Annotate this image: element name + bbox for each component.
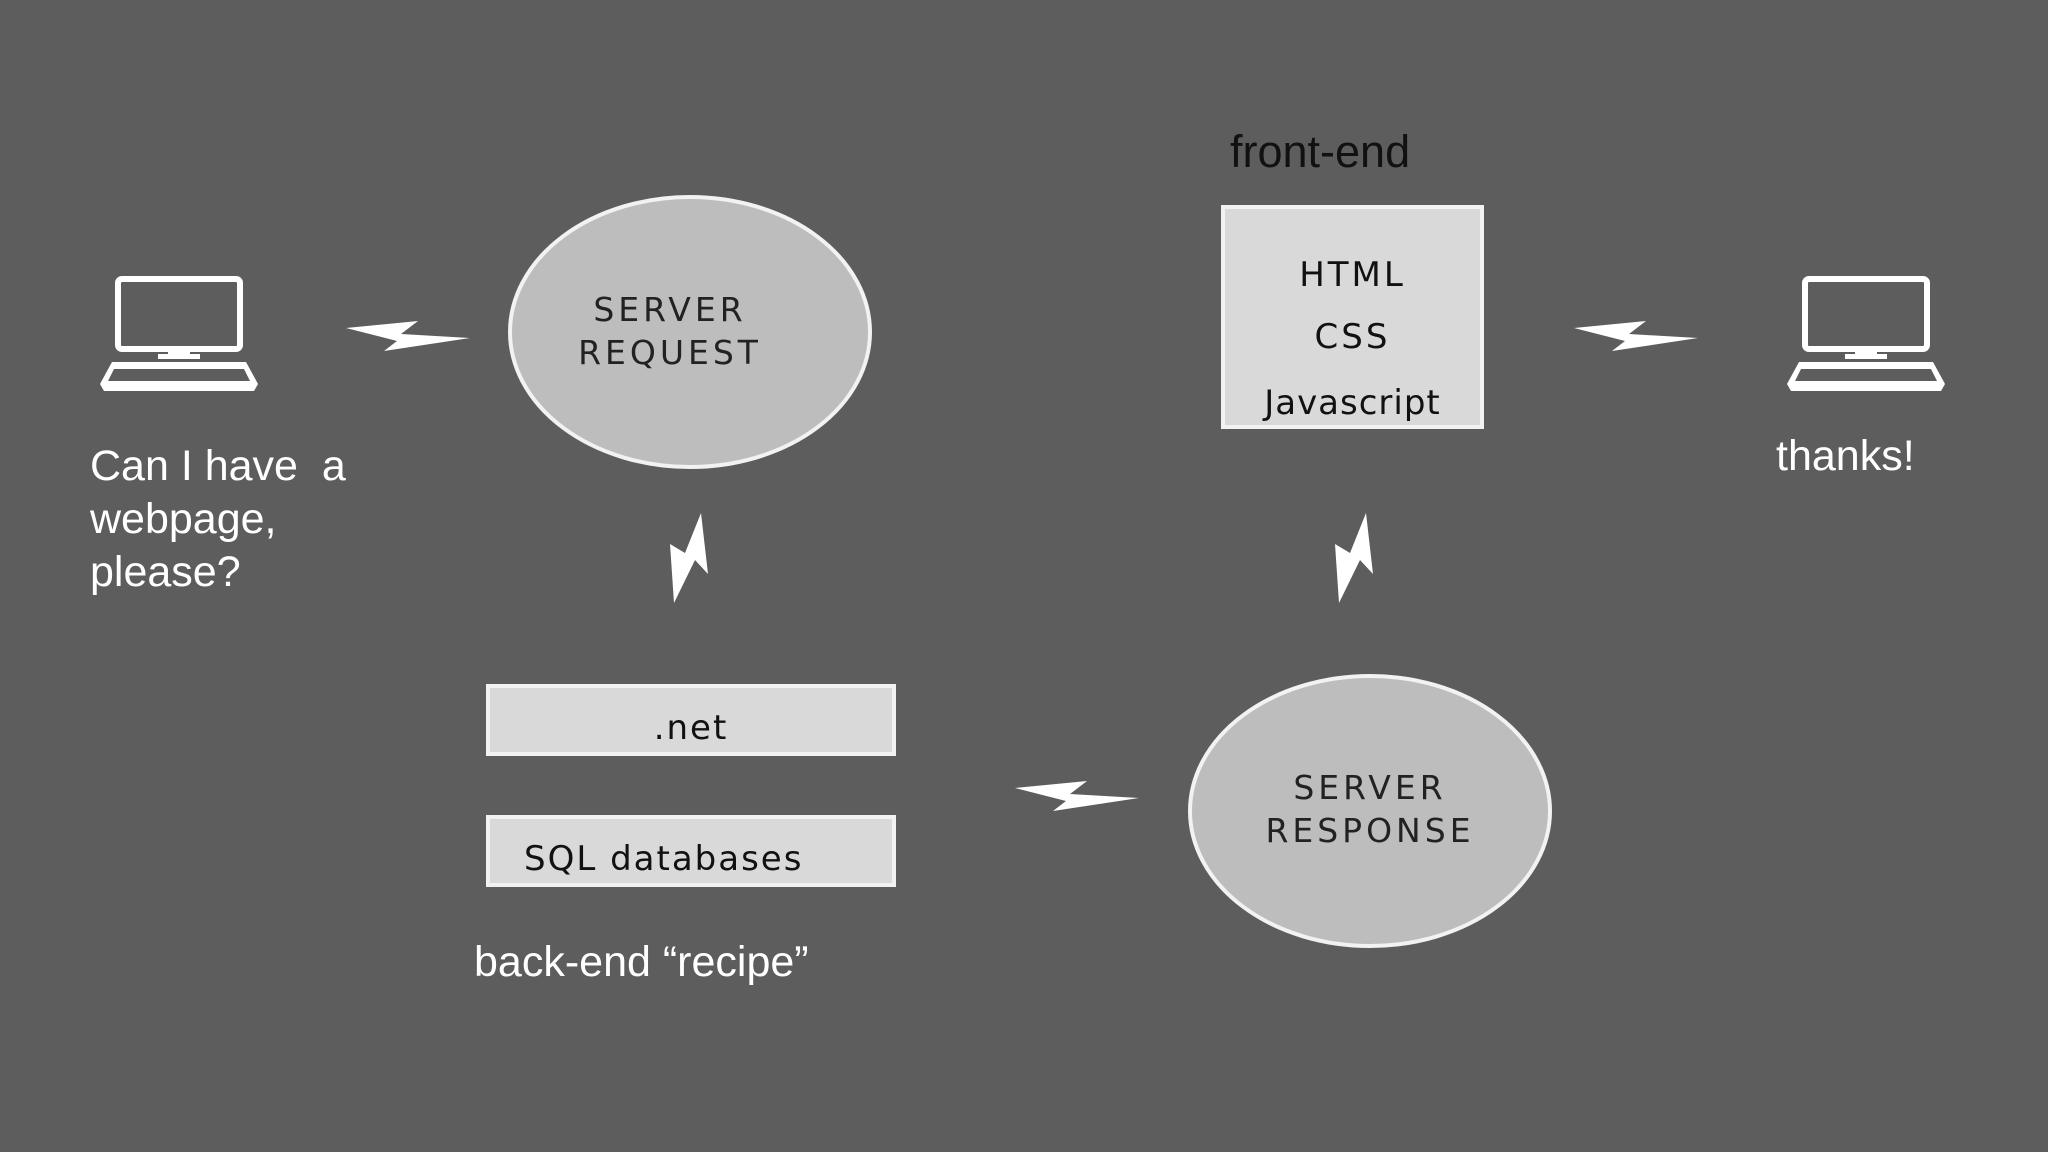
server-request-ellipse [508, 195, 872, 469]
client-thanks-caption: thanks! [1776, 432, 1915, 480]
lightning-bolt-icon [1335, 513, 1373, 603]
lightning-bolt-icon [670, 513, 708, 603]
server-response-ellipse [1188, 674, 1552, 948]
server-response-label: SERVER RESPONSE [1220, 766, 1520, 852]
label-line: REQUEST [578, 333, 762, 372]
front-end-item-javascript: Javascript [1264, 383, 1441, 423]
front-end-item-css: CSS [1314, 317, 1391, 357]
laptop-icon [1787, 276, 1945, 391]
lightning-bolt-icon [346, 321, 470, 351]
label-line: RESPONSE [1265, 811, 1475, 850]
lightning-bolt-icon [1015, 781, 1139, 811]
server-request-label: SERVER REQUEST [540, 288, 800, 374]
back-end-item-sql: SQL databases [524, 839, 804, 879]
back-end-item-net: .net [653, 708, 729, 748]
caption-line: webpage, [90, 495, 277, 543]
client-request-caption: Can I have a webpage, please? [90, 440, 410, 599]
front-end-item-html: HTML [1299, 255, 1406, 295]
laptop-icon [100, 276, 258, 391]
front-end-box: HTML CSS Javascript [1221, 205, 1484, 429]
label-line: SERVER [593, 290, 747, 329]
front-end-title: front-end [1230, 126, 1411, 177]
label-line: SERVER [1293, 768, 1447, 807]
back-end-caption: back-end “recipe” [474, 938, 809, 986]
lightning-bolt-icon [1574, 321, 1698, 351]
back-end-box-net: .net [486, 684, 896, 756]
caption-line: please? [90, 548, 241, 596]
back-end-box-sql: SQL databases [486, 815, 896, 887]
caption-line: Can I have a [90, 442, 346, 490]
